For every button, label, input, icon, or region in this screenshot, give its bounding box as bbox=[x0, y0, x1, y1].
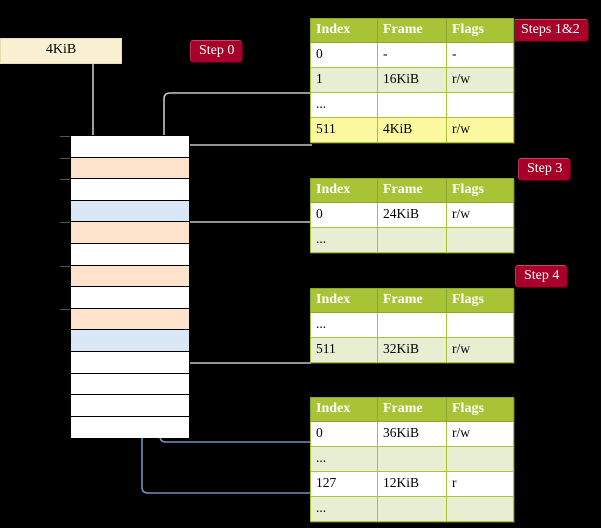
cell-frame: 24KiB bbox=[377, 202, 447, 228]
memory-row-tick bbox=[60, 265, 70, 267]
cell-index: ... bbox=[310, 92, 378, 118]
cell-flags: r/w bbox=[446, 421, 514, 447]
cell-flags: r bbox=[446, 471, 514, 497]
memory-frame-row bbox=[71, 244, 189, 266]
link-step3-table-to-memory bbox=[172, 221, 312, 270]
cell-frame: 36KiB bbox=[377, 421, 447, 447]
memory-frame-row bbox=[60, 308, 189, 331]
cell-frame: - bbox=[377, 42, 447, 68]
column-header-flags: Flags bbox=[446, 397, 514, 422]
memory-frame-row bbox=[60, 157, 189, 180]
cell-frame bbox=[377, 446, 447, 472]
cell-index: 511 bbox=[310, 337, 378, 363]
cell-index: 0 bbox=[310, 421, 378, 447]
column-header-index: Index bbox=[310, 18, 378, 43]
link-step4-memory-to-table bbox=[159, 292, 312, 364]
cell-index: ... bbox=[310, 496, 378, 522]
cell-flags: r/w bbox=[446, 67, 514, 93]
column-header-frame: Frame bbox=[377, 18, 447, 43]
badge-step-4: Step 4 bbox=[515, 265, 568, 287]
memory-frame-row bbox=[60, 179, 189, 201]
badge-steps-1-2: Steps 1&2 bbox=[512, 19, 588, 41]
cell-flags: r/w bbox=[446, 117, 514, 143]
column-header-frame: Frame bbox=[377, 178, 447, 203]
memory-row-tick bbox=[60, 157, 70, 159]
memory-row-tick bbox=[60, 222, 70, 224]
cell-frame bbox=[377, 312, 447, 338]
cell-index: 511 bbox=[310, 117, 378, 143]
cell-frame bbox=[377, 92, 447, 118]
cell-frame bbox=[377, 227, 447, 253]
column-header-flags: Flags bbox=[446, 288, 514, 313]
memory-frame-row bbox=[71, 287, 189, 309]
column-header-frame: Frame bbox=[377, 288, 447, 313]
link-step2-table-to-memory bbox=[170, 144, 312, 248]
cell-flags: - bbox=[446, 42, 514, 68]
memory-frame-row bbox=[71, 330, 189, 352]
cell-index: ... bbox=[310, 312, 378, 338]
memory-frame-row bbox=[71, 200, 189, 223]
badge-step-0: Step 0 bbox=[190, 40, 243, 62]
badge-step-3: Step 3 bbox=[518, 158, 571, 180]
column-header-flags: Flags bbox=[446, 18, 514, 43]
memory-row-tick bbox=[60, 179, 70, 181]
page-size-label: 4KiB bbox=[45, 42, 77, 57]
table-row[interactable]: ... bbox=[310, 312, 514, 338]
cell-flags bbox=[446, 227, 514, 253]
table-row[interactable]: ... bbox=[310, 446, 514, 472]
cell-frame: 4KiB bbox=[377, 117, 447, 143]
cell-flags: r/w bbox=[446, 337, 514, 363]
cell-frame: 32KiB bbox=[377, 337, 447, 363]
cell-flags bbox=[446, 312, 514, 338]
table-row[interactable]: 0-- bbox=[310, 42, 514, 68]
cell-frame bbox=[377, 496, 447, 522]
memory-row-tick bbox=[60, 308, 70, 310]
column-header-index: Index bbox=[310, 178, 378, 203]
cell-index: 0 bbox=[310, 42, 378, 68]
page-size-box: 4KiB bbox=[0, 38, 122, 64]
memory-frame-row bbox=[60, 136, 189, 158]
column-header-frame: Frame bbox=[377, 397, 447, 422]
physical-memory-column bbox=[60, 135, 190, 439]
table-row[interactable]: ... bbox=[310, 496, 514, 522]
cell-flags: r/w bbox=[446, 202, 514, 228]
cell-frame: 16KiB bbox=[377, 67, 447, 93]
memory-frame-row bbox=[71, 373, 189, 396]
memory-frame-row bbox=[71, 416, 189, 439]
cell-frame: 12KiB bbox=[377, 471, 447, 497]
column-header-flags: Flags bbox=[446, 178, 514, 203]
cell-index: ... bbox=[310, 227, 378, 253]
cell-flags bbox=[446, 92, 514, 118]
cell-index: 127 bbox=[310, 471, 378, 497]
column-header-index: Index bbox=[310, 288, 378, 313]
cell-index: 0 bbox=[310, 202, 378, 228]
memory-frame-row bbox=[71, 352, 189, 374]
memory-frame-row bbox=[71, 395, 189, 417]
cell-index: ... bbox=[310, 446, 378, 472]
memory-row-tick bbox=[60, 136, 70, 137]
memory-frame-row bbox=[60, 265, 189, 288]
memory-frame-row bbox=[60, 222, 189, 244]
column-header-index: Index bbox=[310, 397, 378, 422]
table-row[interactable]: ... bbox=[310, 92, 514, 118]
cell-flags bbox=[446, 446, 514, 472]
cell-flags bbox=[446, 496, 514, 522]
cell-index: 1 bbox=[310, 67, 378, 93]
table-row[interactable]: ... bbox=[310, 227, 514, 253]
